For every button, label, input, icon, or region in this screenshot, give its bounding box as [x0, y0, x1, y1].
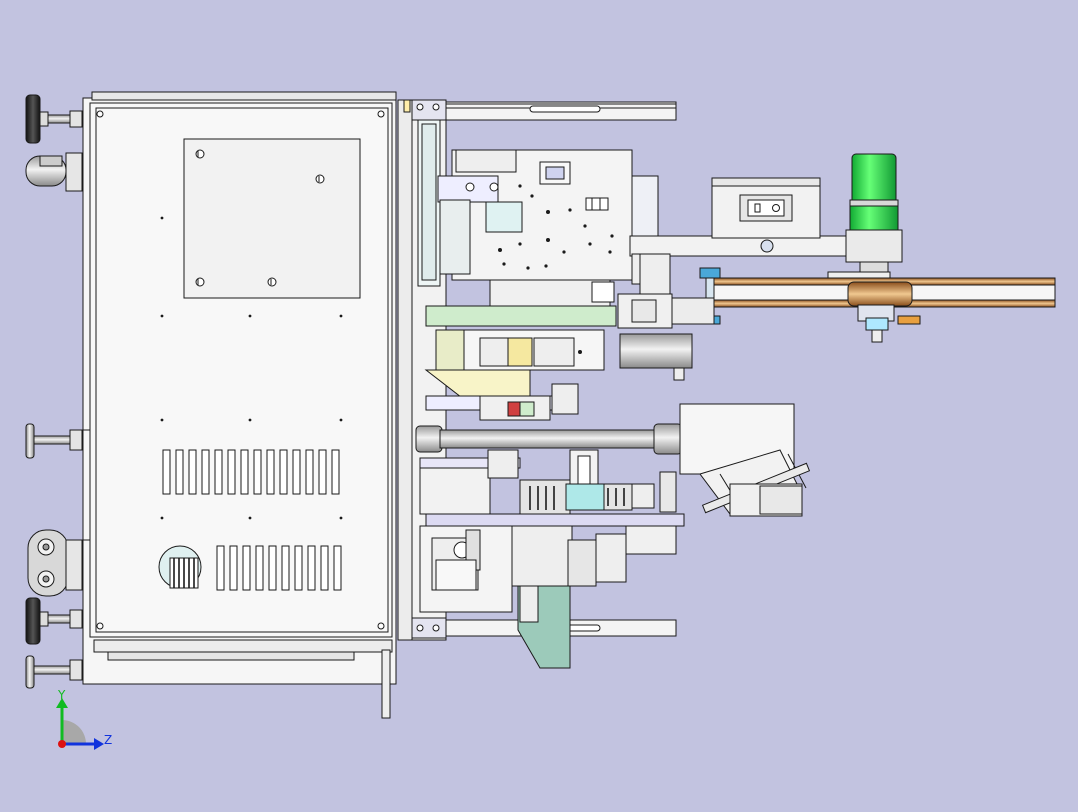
gear-teeth: [529, 486, 625, 510]
main-shaft: [415, 423, 683, 455]
leveling-foot-top: [25, 94, 83, 144]
clamp-parts: [479, 383, 579, 421]
z-axis-head: [94, 738, 104, 750]
panel-rivets: [160, 216, 343, 520]
y-axis-label: Y: [57, 688, 66, 702]
hopper: [679, 403, 811, 517]
block-holes: [498, 184, 614, 270]
upper-mechanism-block: [437, 149, 659, 281]
lower-assembly: [419, 525, 677, 669]
lower-transfer: [419, 449, 677, 517]
belt-drive: [699, 267, 1056, 343]
control-box: [711, 177, 821, 239]
top-guide-rail: [445, 101, 677, 121]
z-axis-label: Z: [104, 733, 112, 747]
leveling-foot-mid: [25, 423, 83, 459]
y-axis-head: [56, 698, 68, 708]
access-panel: [183, 138, 361, 299]
lower-cross-bar: [425, 513, 685, 527]
vent-slots-lower: [216, 545, 342, 591]
axis-triad: Y Z: [56, 688, 112, 750]
caster-top: [25, 152, 83, 192]
vent-slots-upper: [162, 449, 340, 495]
caster-wheels: [27, 529, 83, 597]
origin-dot: [58, 740, 66, 748]
green-motor: [827, 153, 903, 281]
carrier-plate: [425, 279, 617, 371]
fan-port: [158, 545, 202, 589]
leveling-foot-low: [25, 597, 83, 645]
leveling-foot-bottom: [25, 655, 83, 689]
actuator-assembly: [617, 253, 715, 381]
